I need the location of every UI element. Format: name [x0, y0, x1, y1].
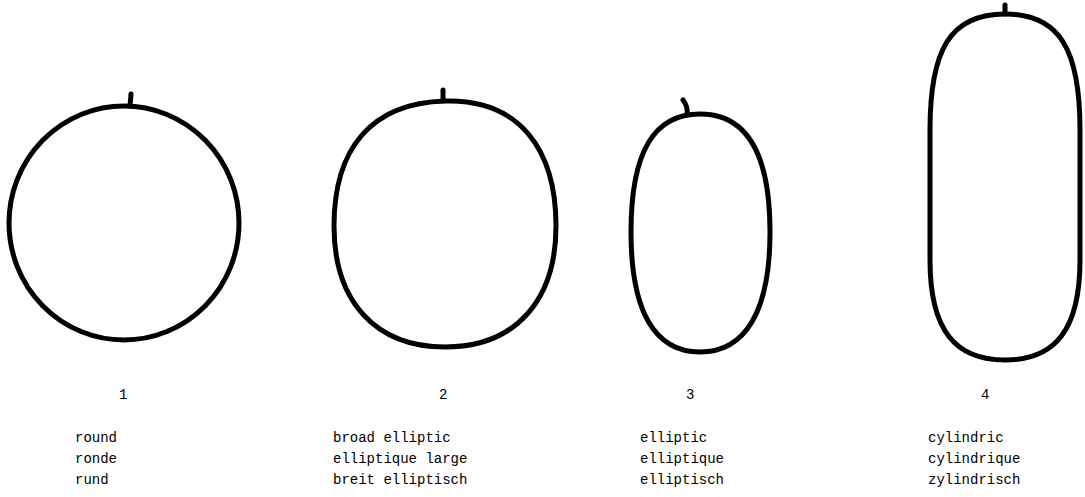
- german-name: breit elliptisch: [333, 471, 467, 489]
- elliptic-outline: [631, 114, 770, 352]
- french-name: elliptique large: [333, 450, 467, 468]
- broad-elliptic-outline: [334, 101, 556, 347]
- german-name: rund: [75, 471, 109, 489]
- french-name: elliptique: [640, 450, 724, 468]
- cylindric-outline: [930, 14, 1080, 360]
- shape-number: 3: [686, 386, 694, 404]
- french-name: ronde: [75, 450, 117, 468]
- stalk: [441, 90, 446, 101]
- shape-number: 2: [439, 386, 447, 404]
- french-name: cylindrique: [928, 450, 1020, 468]
- english-name: cylindric: [928, 429, 1004, 447]
- round-outline: [9, 106, 239, 340]
- shape-number: 1: [119, 386, 127, 404]
- shape-number: 4: [981, 386, 989, 404]
- stalk: [130, 94, 131, 106]
- stalk: [683, 100, 687, 114]
- stalk: [1003, 5, 1008, 14]
- english-name: round: [75, 429, 117, 447]
- english-name: elliptic: [640, 429, 707, 447]
- english-name: broad elliptic: [333, 429, 451, 447]
- german-name: elliptisch: [640, 471, 724, 489]
- german-name: zylindrisch: [928, 471, 1020, 489]
